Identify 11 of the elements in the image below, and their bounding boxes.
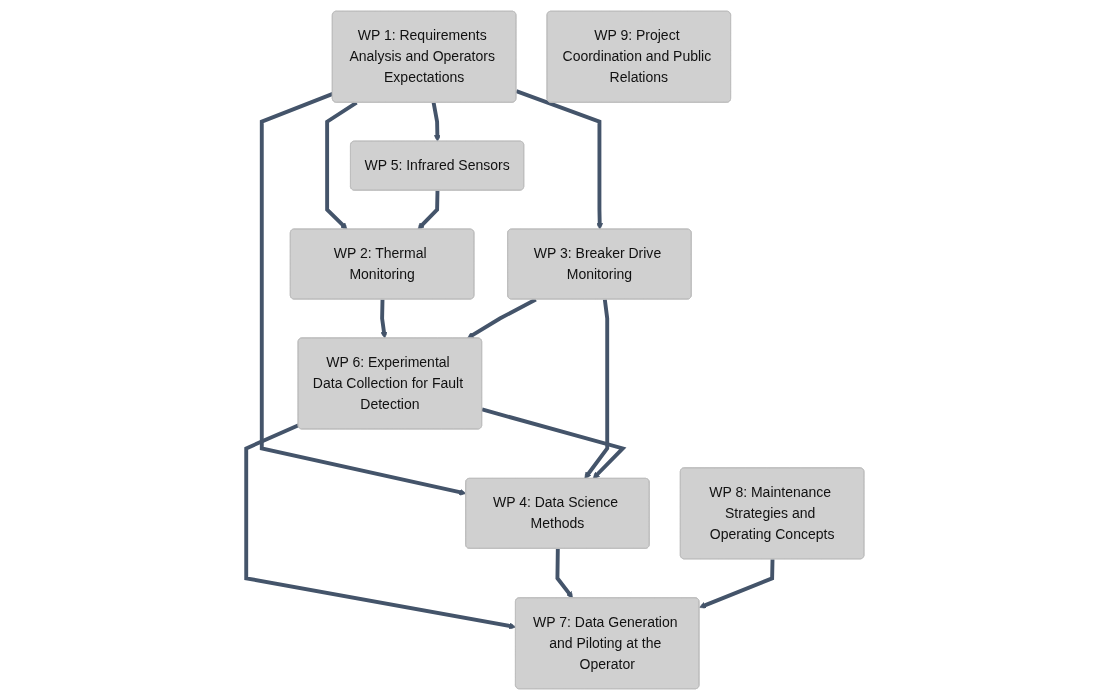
arrow	[584, 299, 610, 480]
arrow	[555, 548, 573, 599]
arrow	[431, 102, 441, 142]
arrow	[515, 89, 604, 230]
arrow	[417, 190, 440, 230]
arrow	[259, 92, 467, 496]
arrow	[699, 559, 775, 609]
arrow	[325, 101, 358, 230]
arrow	[244, 423, 517, 630]
arrow	[481, 407, 627, 480]
arrow	[380, 299, 388, 339]
